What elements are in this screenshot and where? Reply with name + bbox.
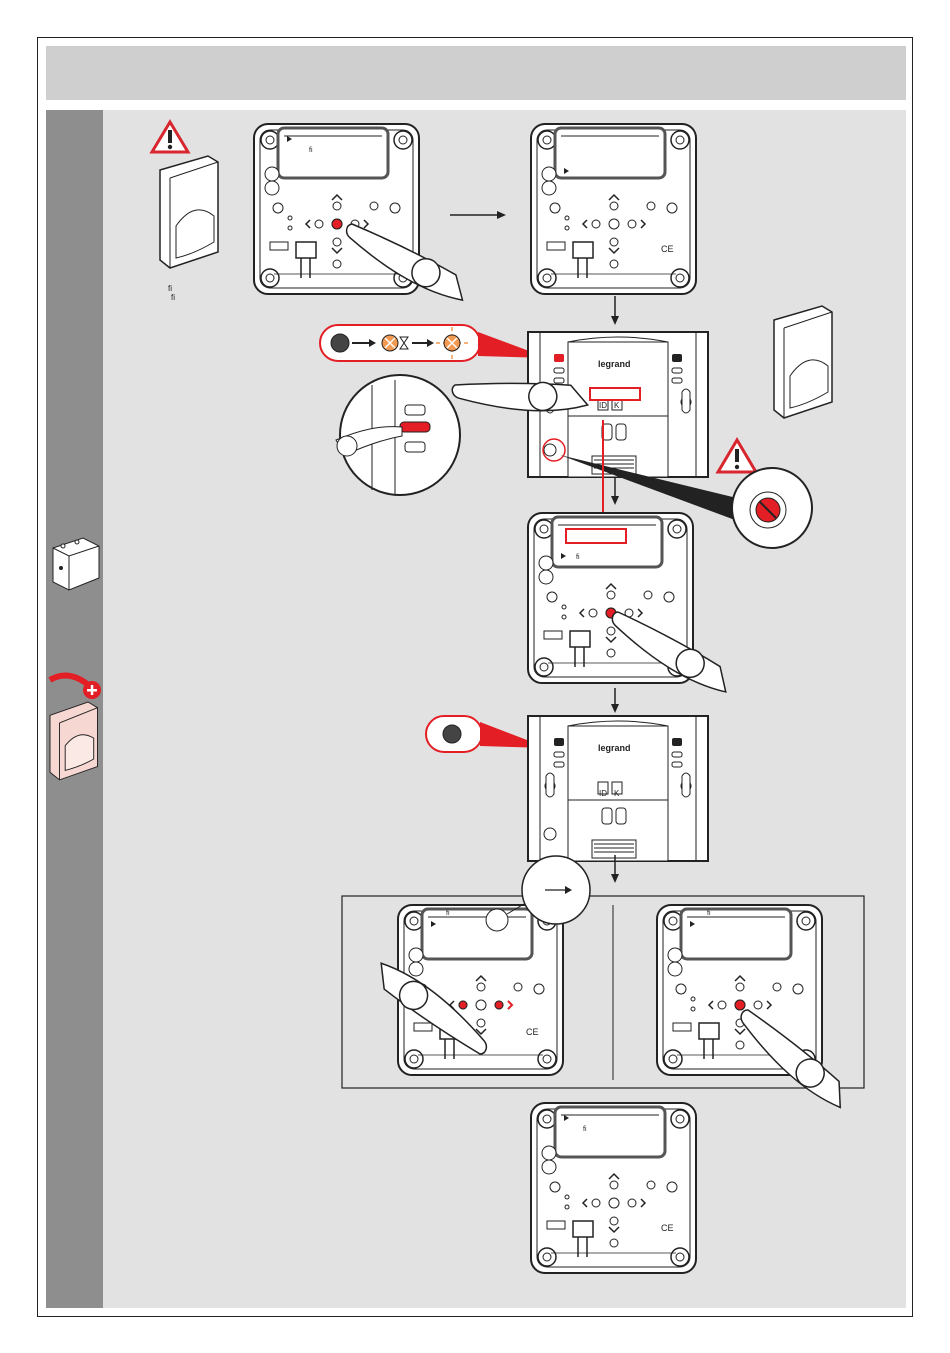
k-mark: K [614,789,620,798]
knob-zoom-circle [732,468,812,548]
brand-logo-text: legrand [598,743,631,753]
led-sequence-indicator [320,325,548,361]
sensor-device-illustration [160,156,218,268]
sensor-caption-line2: fi [171,293,175,302]
arrow-down-icon [611,296,619,325]
warning-triangle-icon [718,440,756,472]
screen-text-mark: fi [309,147,313,154]
device-final: fi CE [531,1103,696,1273]
ce-mark: CE [661,244,674,254]
zoom-detail-circle [336,375,460,495]
junction-box-icon [53,538,99,590]
id-mark: ID [599,401,607,410]
sensor-pink-icon [50,702,98,780]
screen-text-mark: fi [446,910,450,917]
screen-text-mark: fi [707,910,711,917]
sensor-caption-line1: fi [168,284,172,293]
device-step2: CE [531,124,696,294]
warning-triangle-icon [152,122,188,152]
ce-mark: CE [526,1027,539,1037]
ce-mark: CE [661,1223,674,1233]
receiver-unit-2: legrand ID K [528,716,708,861]
id-mark: ID [599,789,607,798]
brand-logo-text: legrand [598,359,631,369]
sensor-device-illustration [774,306,832,418]
arrow-right-icon [450,211,506,219]
screen-text-mark: fi [576,554,580,561]
screen-text-mark: fi [583,1126,587,1133]
plus-icon [50,676,101,700]
arrow-down-icon [611,688,619,713]
arrow-down-icon [611,478,619,505]
k-mark: K [614,401,620,410]
